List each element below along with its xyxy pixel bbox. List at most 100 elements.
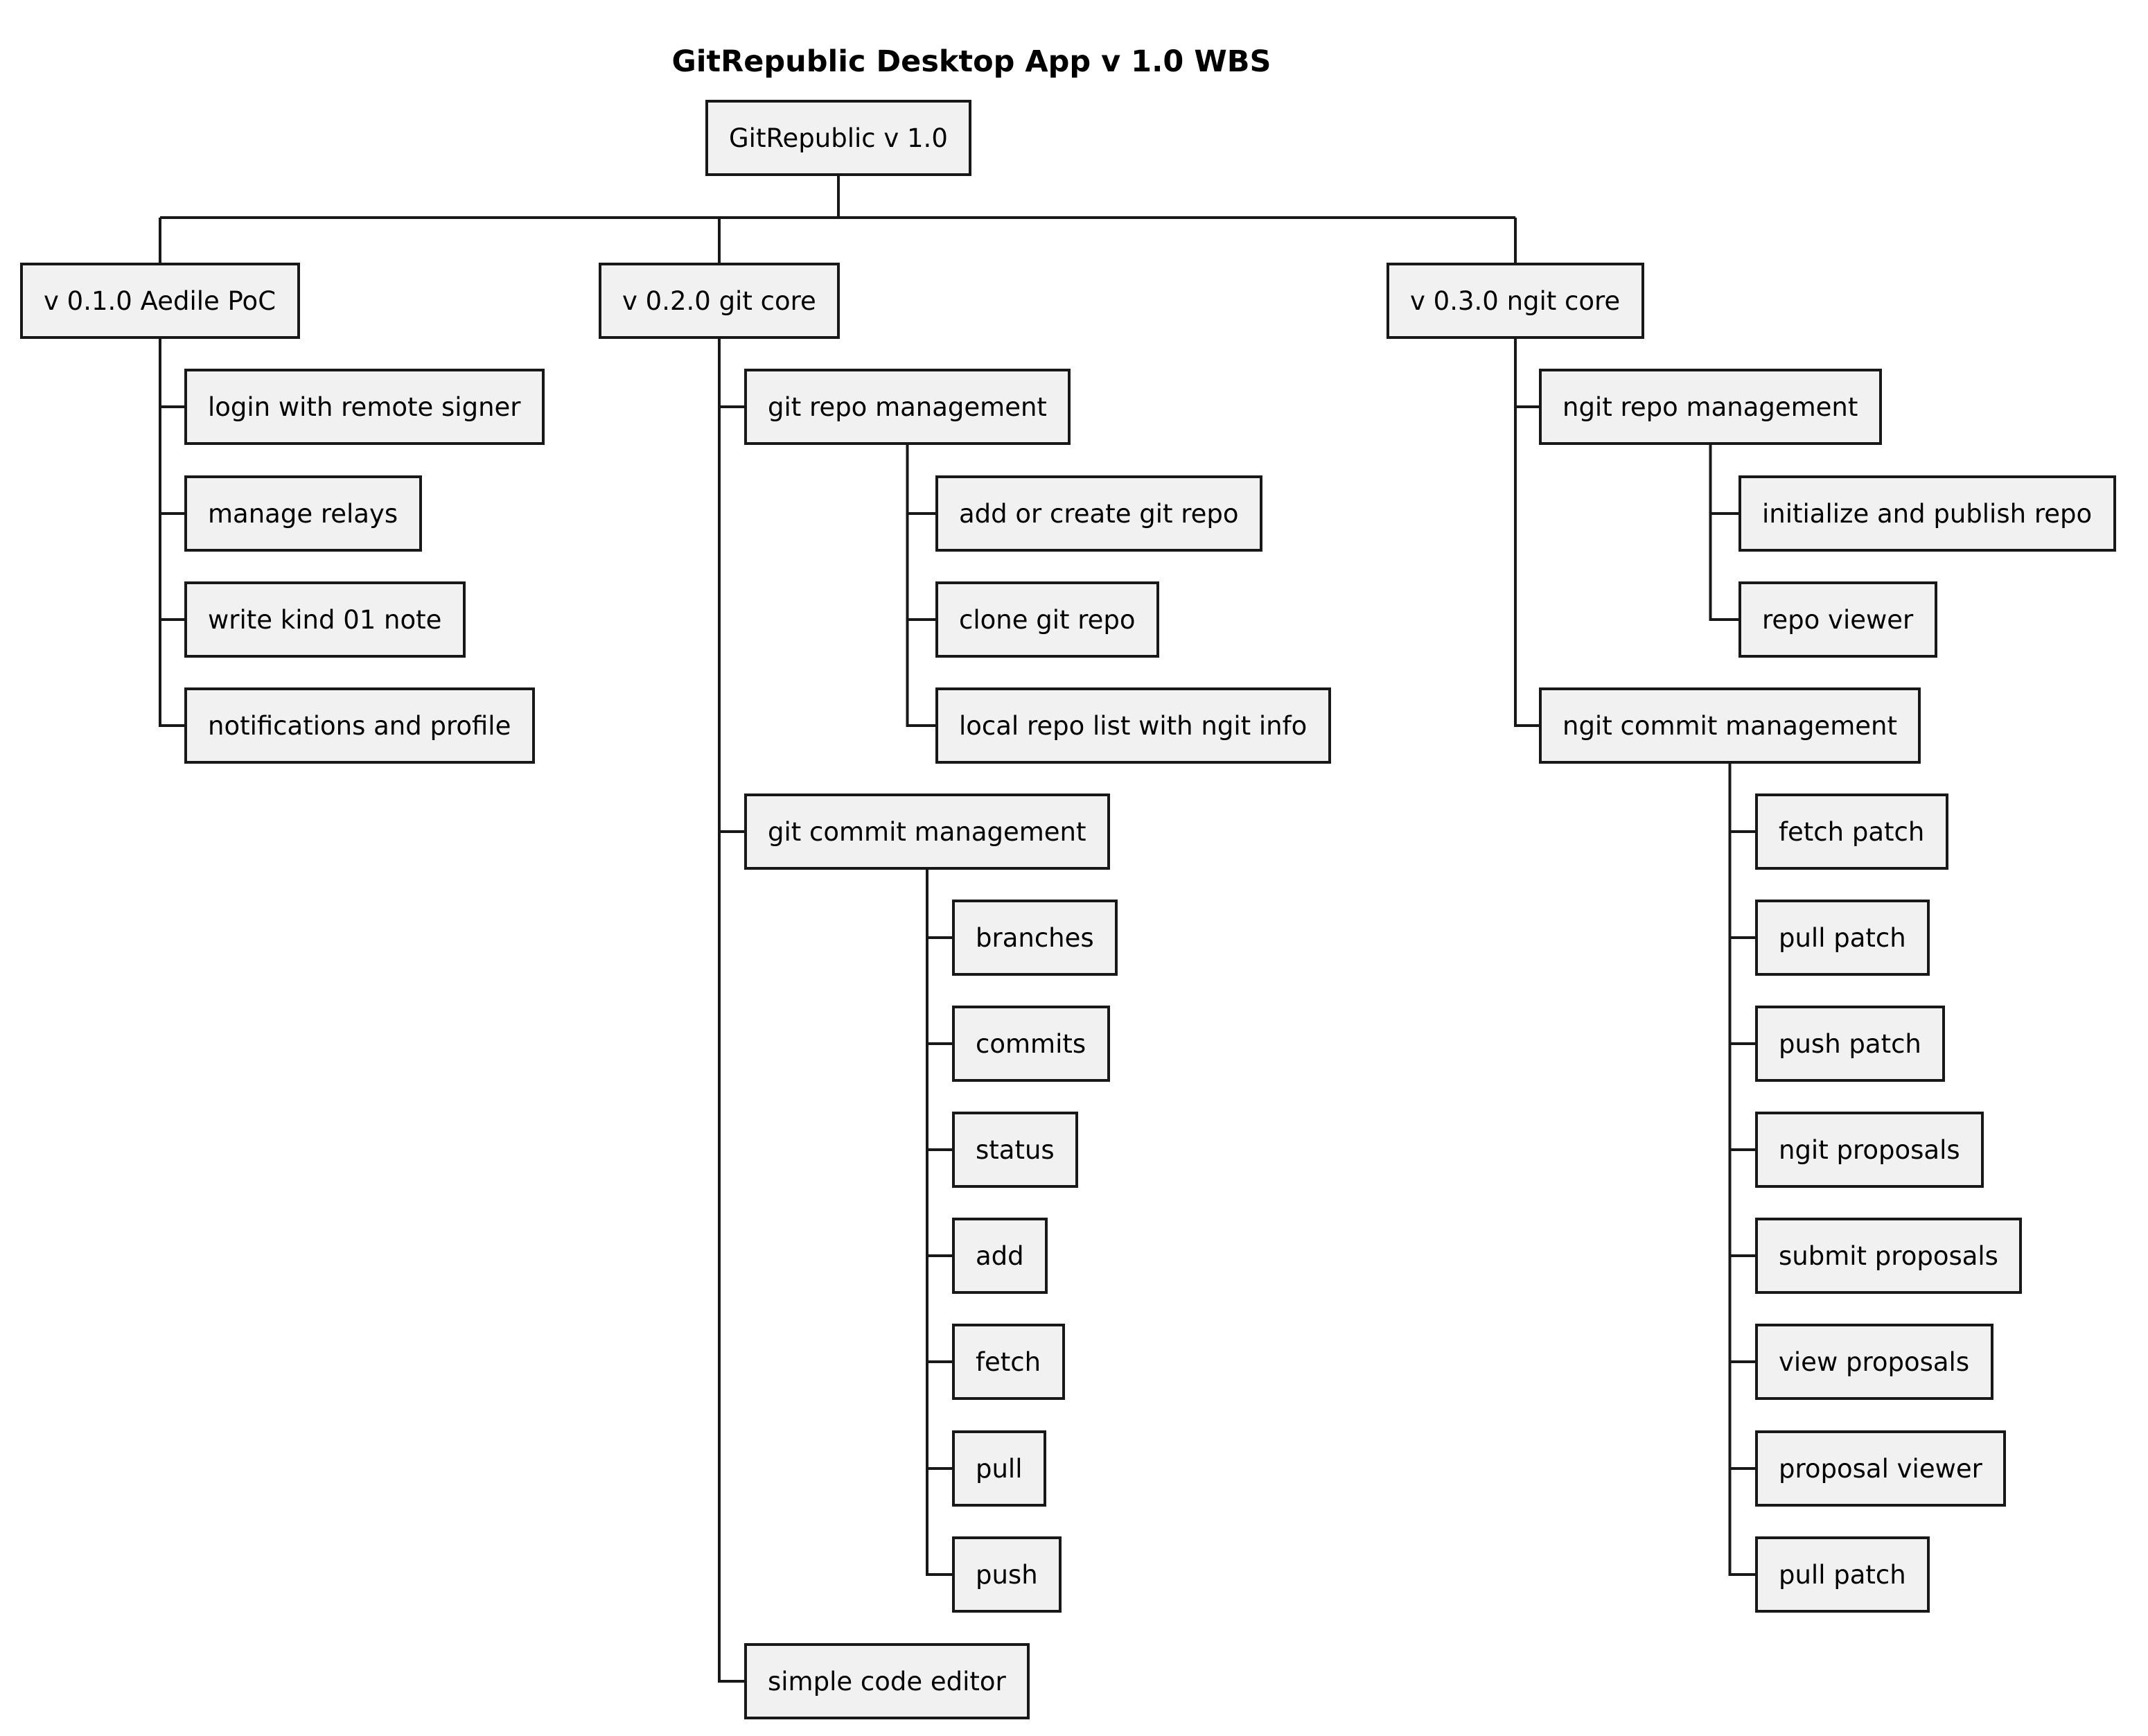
root-node: GitRepublic v 1.0	[705, 100, 971, 176]
level3-elbow-line	[906, 444, 937, 727]
node-box	[1755, 1112, 1984, 1188]
level2-node-git-repo-management: git repo management	[744, 369, 1071, 445]
level3-node-push-patch: push patch	[1755, 1006, 1945, 1082]
node-label: ngit repo management	[1562, 392, 1858, 422]
node-label: initialize and publish repo	[1762, 499, 2092, 529]
node-box	[184, 369, 545, 445]
level3-node-fetch-patch: fetch patch	[1755, 794, 1948, 870]
node-label: add	[976, 1241, 1024, 1271]
wbs-nodes: GitRepublic v 1.0 v 0.1.0 Aedile PoC v 0.2…	[20, 100, 2116, 1719]
node-box	[744, 1643, 1030, 1719]
node-box	[952, 1112, 1078, 1188]
node-label: v 0.2.0 git core	[622, 286, 816, 316]
node-box	[1738, 475, 2116, 552]
node-label: pull patch	[1779, 1560, 1906, 1590]
node-box	[952, 900, 1118, 976]
level2-node-simple-code-editor: simple code editor	[744, 1643, 1030, 1719]
connector-lines	[159, 175, 1757, 1683]
node-label: fetch patch	[1779, 817, 1924, 847]
node-label: proposal viewer	[1779, 1454, 1983, 1484]
node-label: git commit management	[768, 817, 1086, 847]
node-box	[935, 687, 1331, 764]
node-label: commits	[976, 1029, 1086, 1059]
node-box	[599, 263, 840, 339]
node-box	[744, 794, 1110, 870]
node-box	[1755, 794, 1948, 870]
level2-node-git-commit-management: git commit management	[744, 794, 1110, 870]
level3-elbow-line	[1728, 762, 1757, 1576]
node-label: view proposals	[1779, 1347, 1969, 1377]
level3-node-pull: pull	[952, 1430, 1046, 1507]
node-box	[1539, 369, 1882, 445]
level3-node-submit-proposals: submit proposals	[1755, 1218, 2022, 1294]
level3-node-pull-patch: pull patch	[1755, 900, 1930, 976]
node-box	[1755, 900, 1930, 976]
level3-node-add: add	[952, 1218, 1048, 1294]
level3-node-commits: commits	[952, 1006, 1110, 1082]
level2-node-manage-relays: manage relays	[184, 475, 422, 552]
node-label: login with remote signer	[208, 392, 521, 422]
node-label: simple code editor	[768, 1667, 1007, 1696]
level3-elbow-line	[926, 868, 953, 1576]
level2-elbow-line	[1514, 337, 1540, 727]
level2-node-notifications-and-profile: notifications and profile	[184, 687, 535, 764]
level1-node-v-0-3-0-ngit-core: v 0.3.0 ngit core	[1386, 263, 1644, 339]
level2-elbow-line	[159, 337, 186, 727]
level1-node-v-0-2-0-git-core: v 0.2.0 git core	[599, 263, 840, 339]
level2-node-login-with-remote-signer: login with remote signer	[184, 369, 545, 445]
node-box	[20, 263, 300, 339]
node-label: push	[976, 1560, 1038, 1590]
node-box	[952, 1324, 1065, 1400]
node-label: manage relays	[208, 499, 398, 529]
node-box	[1755, 1430, 2006, 1507]
level3-node-clone-git-repo: clone git repo	[935, 581, 1159, 658]
node-box	[952, 1430, 1046, 1507]
level3-node-local-repo-list-with-ngit-info: local repo list with ngit info	[935, 687, 1331, 764]
node-label: GitRepublic v 1.0	[729, 123, 948, 153]
level3-node-repo-viewer: repo viewer	[1738, 581, 1937, 658]
level3-node-add-or-create-git-repo: add or create git repo	[935, 475, 1262, 552]
level3-node-view-proposals: view proposals	[1755, 1324, 1993, 1400]
level1-node-v-0-1-0-aedile-poc: v 0.1.0 Aedile PoC	[20, 263, 300, 339]
node-box	[952, 1006, 1110, 1082]
node-box	[1386, 263, 1644, 339]
node-label: branches	[976, 923, 1094, 953]
node-label: push patch	[1779, 1029, 1921, 1059]
node-label: add or create git repo	[959, 499, 1239, 529]
node-box	[1755, 1006, 1945, 1082]
level2-elbow-line	[718, 337, 746, 1683]
node-label: ngit commit management	[1562, 711, 1897, 741]
node-label: fetch	[976, 1347, 1041, 1377]
node-label: notifications and profile	[208, 711, 511, 741]
node-box	[1539, 687, 1921, 764]
node-box	[952, 1218, 1048, 1294]
node-label: repo viewer	[1762, 605, 1914, 635]
level3-node-ngit-proposals: ngit proposals	[1755, 1112, 1984, 1188]
level2-node-ngit-repo-management: ngit repo management	[1539, 369, 1882, 445]
node-box	[705, 100, 971, 176]
node-box	[1755, 1324, 1993, 1400]
level3-node-push: push	[952, 1536, 1062, 1613]
node-label: status	[976, 1135, 1055, 1165]
level3-node-status: status	[952, 1112, 1078, 1188]
node-box	[935, 581, 1159, 658]
diagram-title: GitRepublic Desktop App v 1.0 WBS	[672, 44, 1271, 79]
node-box	[184, 475, 422, 552]
node-box	[1755, 1218, 2022, 1294]
node-label: submit proposals	[1779, 1241, 1998, 1271]
node-box	[184, 581, 466, 658]
node-label: v 0.3.0 ngit core	[1410, 286, 1620, 316]
node-label: local repo list with ngit info	[959, 711, 1307, 741]
node-box	[935, 475, 1262, 552]
node-box	[1738, 581, 1937, 658]
node-label: v 0.1.0 Aedile PoC	[44, 286, 276, 316]
level2-node-write-kind-01-note: write kind 01 note	[184, 581, 466, 658]
node-box	[1755, 1536, 1930, 1613]
node-label: ngit proposals	[1779, 1135, 1960, 1165]
node-box	[952, 1536, 1062, 1613]
node-label: write kind 01 note	[208, 605, 441, 635]
level3-node-initialize-and-publish-repo: initialize and publish repo	[1738, 475, 2116, 552]
node-label: pull patch	[1779, 923, 1906, 953]
level3-node-fetch: fetch	[952, 1324, 1065, 1400]
